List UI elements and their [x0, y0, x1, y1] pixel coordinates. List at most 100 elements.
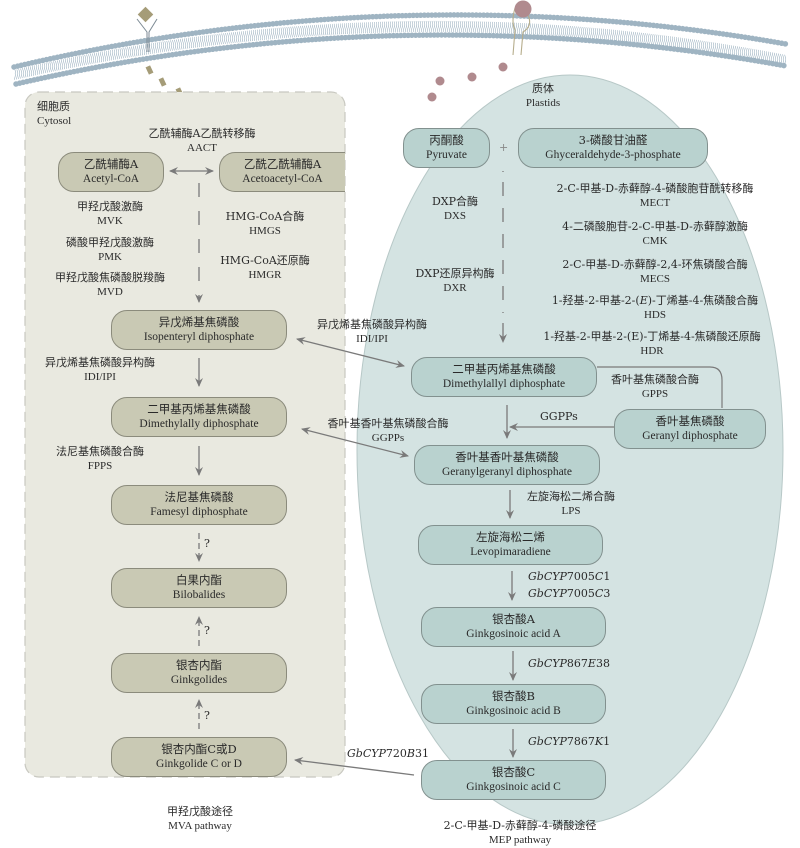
round-particle-icon [498, 62, 508, 72]
enzyme-cmk: 4-二磷酸胞苷-2-C-甲基-D-赤藓醇激酶 CMK [545, 220, 765, 248]
cyp-suffix: 1 [603, 735, 611, 748]
enzyme-hds: 1-羟基-2-甲基-2-(E)-丁烯基-4-焦磷酸合酶 HDS [535, 294, 775, 322]
cyp-prefix: GbCYP [528, 735, 567, 748]
node-acid-a[interactable]: 银杏酸A Ginkgosinoic acid A [421, 607, 606, 647]
enzyme-pmk-zh: 磷酸甲羟戊酸激酶 [66, 236, 154, 249]
enzyme-aact-zh: 乙酰辅酶A乙酰转移酶 [148, 127, 256, 140]
node-ggpp[interactable]: 香叶基香叶基焦磷酸 Geranylgeranyl diphosphate [414, 445, 600, 485]
enzyme-cyp7005c1: GbCYP7005C1 [528, 570, 610, 584]
cytosol-label: 细胞质 Cytosol [37, 100, 71, 128]
node-ipp-zh: 异戊烯基焦磷酸 [158, 315, 240, 329]
enzyme-lps: 左旋海松二烯合酶 LPS [516, 490, 626, 518]
round-ligand-icon [514, 0, 532, 18]
node-fpp[interactable]: 法尼基焦磷酸 Famesyl diphosphate [111, 485, 287, 525]
cytosol-label-zh: 细胞质 [37, 100, 70, 113]
enzyme-ggpps-cross-zh: 香叶基香叶基焦磷酸合酶 [327, 417, 449, 430]
enzyme-hmgr-zh: HMG-CoA还原酶 [220, 254, 310, 267]
enzyme-fpps: 法尼基焦磷酸合酶 FPPS [40, 445, 160, 473]
node-ginkgolide-cd-en: Ginkgolide C or D [156, 758, 242, 770]
enzyme-cyp720b31: GbCYP720B31 [347, 747, 429, 761]
node-ggpp-zh: 香叶基香叶基焦磷酸 [455, 450, 559, 464]
node-dmapp-plastid-en: Dimethylallyl diphosphate [442, 378, 566, 390]
cyp-suffix: 3 [603, 587, 611, 600]
node-g3p-en: Ghyceraldehyde-3-phosphate [545, 149, 681, 161]
cyp-prefix: GbCYP [528, 657, 567, 670]
enzyme-dxs: DXP合酶 DXS [415, 195, 495, 223]
enzyme-gpps-zh: 香叶基焦磷酸合酶 [611, 373, 699, 386]
enzyme-hdr-zh: 1-羟基-2-甲基-2-(E)-丁烯基-4-焦磷酸还原酶 [543, 330, 761, 343]
node-acid-c[interactable]: 银杏酸C Ginkgosinoic acid C [421, 760, 606, 800]
node-acid-c-en: Ginkgosinoic acid C [466, 781, 561, 793]
node-acid-c-zh: 银杏酸C [491, 765, 536, 779]
mva-arrows [169, 167, 214, 729]
diamond-particle-icon [145, 65, 154, 75]
enzyme-pmk: 磷酸甲羟戊酸激酶 PMK [40, 236, 180, 264]
node-bilobalides-en: Bilobalides [172, 589, 226, 601]
cyp-suffix: 38 [595, 657, 610, 670]
node-levo-zh: 左旋海松二烯 [476, 530, 545, 544]
enzyme-idi-cytosol: 异戊烯基焦磷酸异构酶 IDI/IPI [30, 356, 170, 384]
enzyme-hdr: 1-羟基-2-甲基-2-(E)-丁烯基-4-焦磷酸还原酶 HDR [527, 330, 777, 358]
cell-membrane [11, 12, 789, 87]
cyp-prefix: GbCYP [528, 587, 567, 600]
enzyme-hmgr-en: HMGR [248, 269, 282, 281]
enzyme-hds-en: HDS [643, 309, 666, 321]
node-ginkgolide-cd[interactable]: 银杏内酯C或D Ginkgolide C or D [111, 737, 287, 777]
node-gpp-en: Geranyl diphosphate [642, 430, 738, 442]
node-acetoacetyl-coa-zh: 乙酰乙酰辅酶A [243, 157, 322, 171]
round-particle-icon [467, 72, 477, 82]
enzyme-ggpps-plastid: GGPPs [540, 410, 578, 423]
cyp-num: 867 [566, 657, 588, 670]
node-gpp-zh: 香叶基焦磷酸 [655, 414, 725, 428]
cyp-letter: C [594, 587, 604, 600]
enzyme-lps-en: LPS [561, 505, 581, 517]
cyp-prefix: GbCYP [528, 570, 567, 583]
round-particle-icon [435, 76, 445, 86]
cyp-num: 720 [385, 747, 407, 760]
hds-zh-part: )-丁烯基-4-焦磷酸合酶 [647, 294, 759, 307]
node-ipp-en: Isopenteryl diphosphate [143, 331, 255, 343]
plus-sign: + [499, 141, 509, 154]
node-bilobalides-zh: 白果内酯 [176, 573, 222, 587]
node-pyruvate[interactable]: 丙酮酸 Pyruvate [403, 128, 490, 168]
mep-pathway-label-en: MEP pathway [488, 834, 552, 846]
node-acetyl-coa-zh: 乙酰辅酶A [83, 157, 139, 171]
mva-pathway-label-zh: 甲羟戊酸途径 [167, 805, 233, 818]
unknown-step-3: ? [204, 709, 210, 722]
enzyme-aact-en: AACT [187, 142, 217, 154]
node-acid-b[interactable]: 银杏酸B Ginkgosinoic acid B [421, 684, 606, 724]
unknown-step-1: ? [204, 537, 210, 550]
node-levopimaradiene[interactable]: 左旋海松二烯 Levopimaradiene [418, 525, 603, 565]
cytosol-label-en: Cytosol [37, 115, 72, 127]
node-dmapp-cytosol-en: Dimethylally diphosphate [139, 418, 259, 430]
enzyme-dxr-zh: DXP还原异构酶 [415, 267, 495, 280]
enzyme-pmk-en: PMK [98, 251, 122, 263]
mva-pathway-label-en: MVA pathway [168, 820, 232, 832]
enzyme-dxr-en: DXR [443, 282, 467, 294]
node-ipp-cytosol[interactable]: 异戊烯基焦磷酸 Isopenteryl diphosphate [111, 310, 287, 350]
node-gpp[interactable]: 香叶基焦磷酸 Geranyl diphosphate [614, 409, 766, 449]
enzyme-mvk: 甲羟戊酸激酶 MVK [50, 200, 170, 228]
enzyme-lps-zh: 左旋海松二烯合酶 [527, 490, 615, 503]
enzyme-cyp867e38: GbCYP867E38 [528, 657, 610, 671]
node-g3p[interactable]: 3-磷酸甘油醛 Ghyceraldehyde-3-phosphate [518, 128, 708, 168]
enzyme-cyp7867k1: GbCYP7867K1 [528, 735, 610, 749]
node-bilobalides[interactable]: 白果内酯 Bilobalides [111, 568, 287, 608]
node-dmapp-cytosol[interactable]: 二甲基丙烯基焦磷酸 Dimethylally diphosphate [111, 397, 287, 437]
node-dmapp-plastid[interactable]: 二甲基丙烯基焦磷酸 Dimethylallyl diphosphate [411, 357, 597, 397]
enzyme-idi-cytosol-zh: 异戊烯基焦磷酸异构酶 [45, 356, 155, 369]
node-acetoacetyl-coa[interactable]: 乙酰乙酰辅酶A Acetoacetyl-CoA [219, 152, 345, 192]
enzyme-aact: 乙酰辅酶A乙酰转移酶 AACT [112, 127, 292, 155]
enzyme-dxs-en: DXS [443, 210, 466, 222]
node-acetyl-coa[interactable]: 乙酰辅酶A Acetyl-CoA [58, 152, 164, 192]
node-dmapp-cytosol-zh: 二甲基丙烯基焦磷酸 [147, 402, 251, 416]
enzyme-ggpps-cross-en: GGPPs [371, 432, 405, 444]
node-acid-b-zh: 银杏酸B [492, 689, 535, 703]
enzyme-dxr: DXP还原异构酶 DXR [405, 267, 505, 295]
node-fpp-en: Famesyl diphosphate [150, 506, 248, 518]
node-ginkgolides[interactable]: 银杏内酯 Ginkgolides [111, 653, 287, 693]
enzyme-idi-cross: 异戊烯基焦磷酸异构酶 IDI/IPI [302, 318, 442, 346]
cyp-prefix: GbCYP [347, 747, 386, 760]
receptor-right [427, 0, 532, 102]
node-ginkgolide-cd-zh: 银杏内酯C或D [161, 742, 237, 756]
